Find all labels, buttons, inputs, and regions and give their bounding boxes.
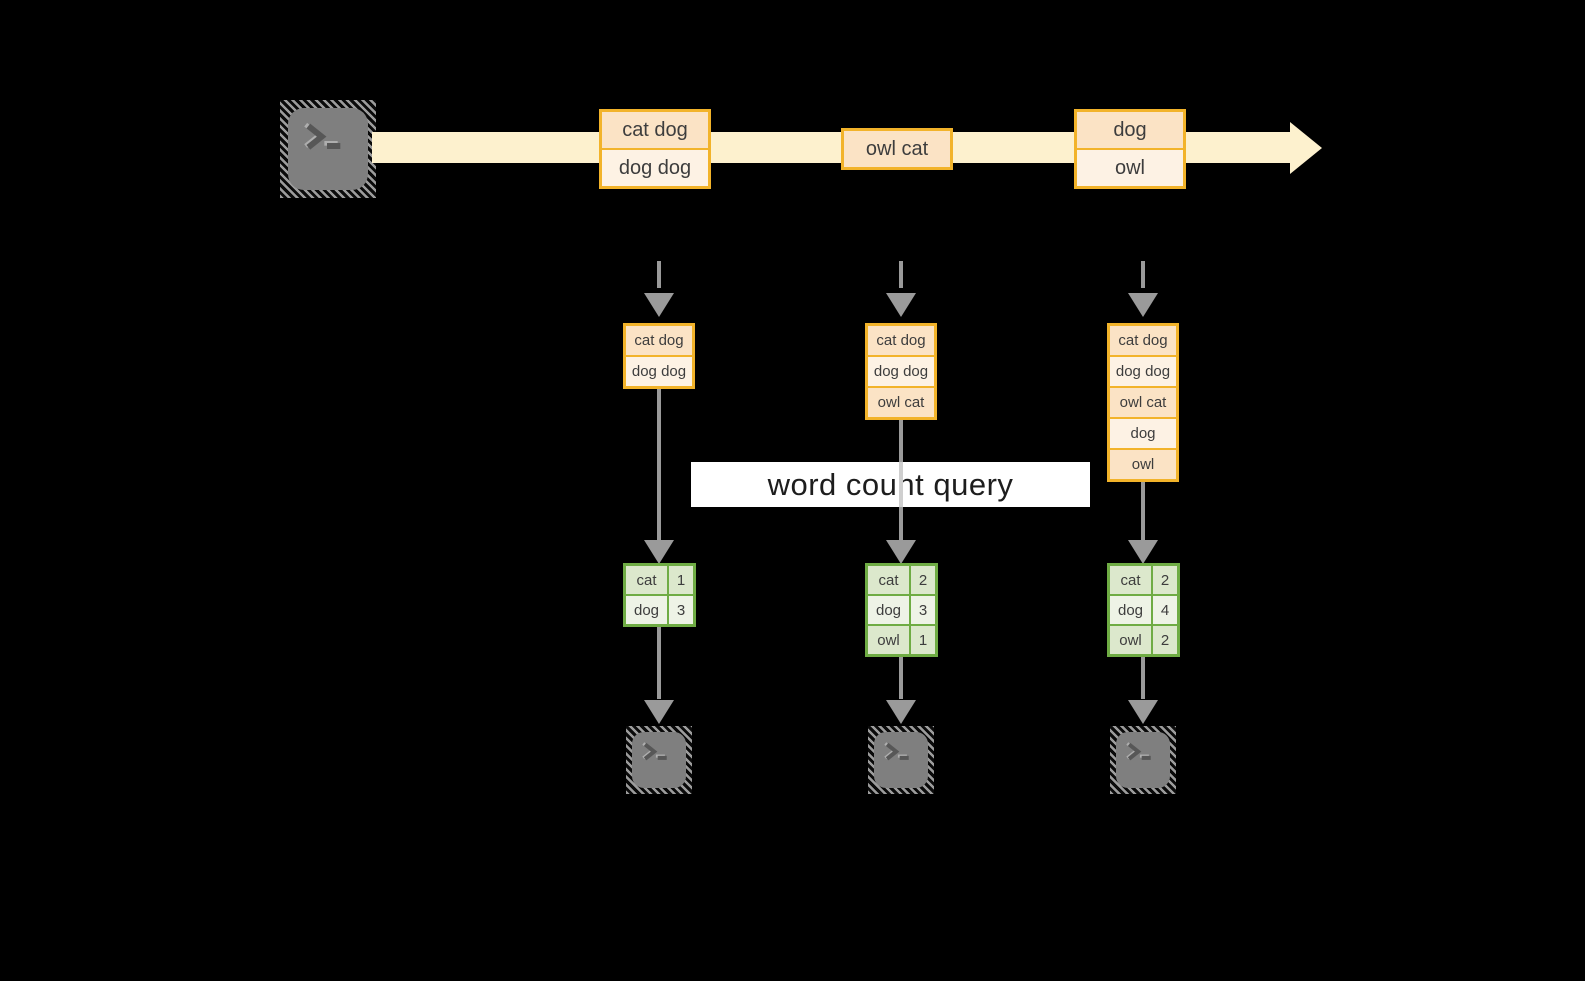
- sink-terminal-icon: [626, 726, 692, 794]
- output-arrow-stem: [657, 625, 661, 699]
- input-row: dog dog: [1110, 357, 1176, 386]
- batch-line: dog dog: [602, 150, 708, 186]
- input-row: dog dog: [626, 357, 692, 386]
- result-word: dog: [1110, 596, 1151, 624]
- result-word: owl: [1110, 626, 1151, 654]
- terminal-body: [632, 732, 686, 788]
- input-row: owl: [1110, 450, 1176, 479]
- down-arrowhead-icon: [644, 293, 674, 317]
- query-arrow-stem: [657, 389, 661, 542]
- result-count: 1: [911, 626, 935, 654]
- terminal-body: [288, 108, 368, 190]
- result-count: 2: [1153, 566, 1177, 594]
- batch-line: owl: [1077, 150, 1183, 186]
- result-word: cat: [868, 566, 909, 594]
- timeline-batch-1: cat dog dog dog: [599, 109, 711, 189]
- result-table-3: cat 2 dog 4 owl 2: [1107, 563, 1180, 657]
- terminal-prompt-icon: [642, 742, 667, 761]
- result-word: cat: [1110, 566, 1151, 594]
- terminal-body: [874, 732, 928, 788]
- timeline-arrowhead-icon: [1290, 122, 1322, 174]
- input-row: cat dog: [626, 326, 692, 355]
- result-count: 1: [669, 566, 693, 594]
- query-band: word count query: [691, 462, 1090, 507]
- query-arrow-stem: [1141, 482, 1145, 542]
- timeline-batch-3: dog owl: [1074, 109, 1186, 189]
- batch-line: cat dog: [602, 112, 708, 148]
- down-arrowhead-icon: [886, 293, 916, 317]
- input-row: owl cat: [868, 388, 934, 417]
- batch-line: dog: [1077, 112, 1183, 148]
- result-count: 3: [669, 596, 693, 624]
- dashed-arrow-stem: [899, 261, 903, 288]
- output-arrow-stem: [899, 657, 903, 699]
- result-table-2: cat 2 dog 3 owl 1: [865, 563, 938, 657]
- down-arrowhead-icon: [644, 540, 674, 564]
- output-arrow-stem: [1141, 657, 1145, 699]
- input-table-2: cat dog dog dog owl cat: [865, 323, 937, 420]
- sink-terminal-icon: [868, 726, 934, 794]
- result-word: owl: [868, 626, 909, 654]
- input-row: cat dog: [868, 326, 934, 355]
- down-arrowhead-icon: [1128, 540, 1158, 564]
- down-arrowhead-icon: [644, 700, 674, 724]
- result-word: dog: [626, 596, 667, 624]
- query-label: word count query: [767, 466, 1014, 502]
- result-count: 3: [911, 596, 935, 624]
- terminal-prompt-icon: [304, 122, 341, 150]
- down-arrowhead-icon: [1128, 700, 1158, 724]
- input-row: dog: [1110, 419, 1176, 448]
- input-row: dog dog: [868, 357, 934, 386]
- source-terminal-icon: [280, 100, 376, 198]
- batch-line: owl cat: [844, 131, 950, 167]
- result-word: cat: [626, 566, 667, 594]
- down-arrowhead-icon: [1128, 293, 1158, 317]
- terminal-prompt-icon: [1126, 742, 1151, 761]
- query-band-line-overlay: [899, 462, 903, 507]
- input-table-1: cat dog dog dog: [623, 323, 695, 389]
- dashed-arrow-stem: [657, 261, 661, 288]
- sink-terminal-icon: [1110, 726, 1176, 794]
- terminal-body: [1116, 732, 1170, 788]
- result-count: 2: [911, 566, 935, 594]
- input-table-3: cat dog dog dog owl cat dog owl: [1107, 323, 1179, 482]
- input-row: owl cat: [1110, 388, 1176, 417]
- timeline-batch-2: owl cat: [841, 128, 953, 170]
- down-arrowhead-icon: [886, 700, 916, 724]
- result-count: 2: [1153, 626, 1177, 654]
- result-word: dog: [868, 596, 909, 624]
- terminal-prompt-icon: [884, 742, 909, 761]
- result-count: 4: [1153, 596, 1177, 624]
- dashed-arrow-stem: [1141, 261, 1145, 288]
- down-arrowhead-icon: [886, 540, 916, 564]
- input-row: cat dog: [1110, 326, 1176, 355]
- result-table-1: cat 1 dog 3: [623, 563, 696, 627]
